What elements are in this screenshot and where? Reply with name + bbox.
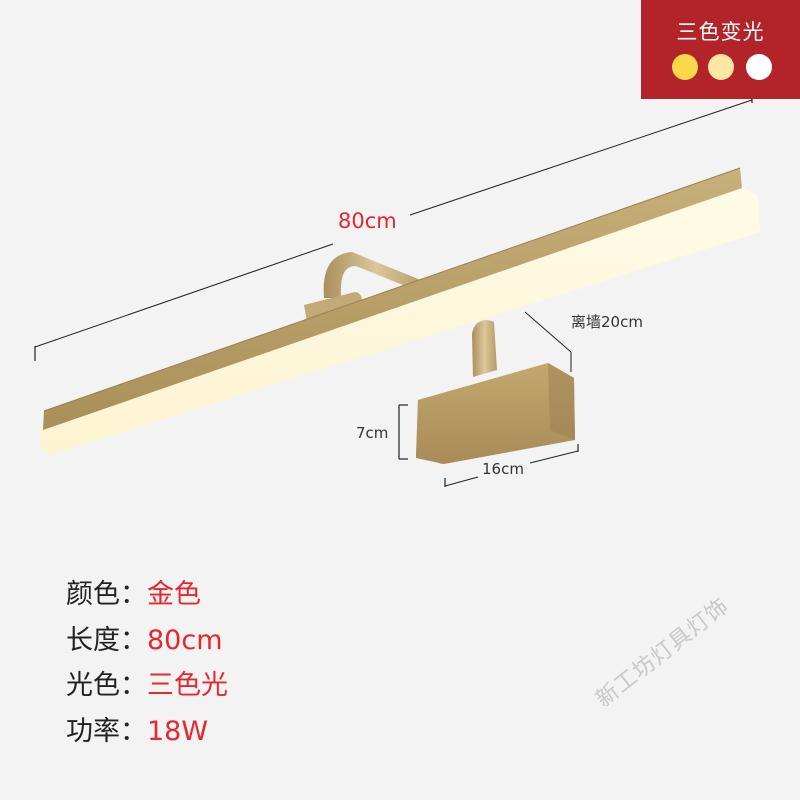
wall-mount-box — [416, 363, 575, 464]
light-color-badge: 三色变光 — [641, 0, 800, 99]
spec-key: 光色： — [66, 670, 147, 701]
spec-key: 颜色： — [66, 579, 147, 610]
length-label: 80cm — [338, 209, 397, 233]
base-width-label: 16cm — [482, 460, 524, 478]
wall-distance-line — [524, 311, 572, 372]
spec-row-color: 颜色：金色 — [66, 572, 228, 618]
cool-light-dot-icon — [746, 54, 772, 80]
light-bar — [40, 167, 760, 455]
wall-distance-label: 离墙20cm — [571, 313, 643, 331]
neutral-light-dot-icon — [708, 54, 734, 80]
spec-value: 三色光 — [147, 670, 228, 701]
spec-row-light-color: 光色：三色光 — [66, 663, 228, 709]
lower-arm — [472, 320, 497, 377]
upper-arm — [304, 252, 428, 322]
spec-row-power: 功率：18W — [66, 709, 228, 755]
spec-key: 长度： — [66, 624, 147, 656]
badge-title: 三色变光 — [676, 20, 765, 44]
spec-value: 80cm — [147, 624, 223, 656]
spec-key: 功率： — [66, 715, 147, 747]
spec-row-length: 长度：80cm — [66, 618, 228, 664]
warm-light-dot-icon — [672, 54, 698, 80]
base-height-label: 7cm — [356, 424, 389, 442]
spec-value: 金色 — [147, 579, 201, 610]
width-bracket — [444, 444, 579, 487]
spec-list: 颜色：金色 长度：80cm 光色：三色光 功率：18W — [66, 572, 228, 754]
height-bracket — [398, 404, 408, 460]
spec-value: 18W — [147, 715, 209, 747]
